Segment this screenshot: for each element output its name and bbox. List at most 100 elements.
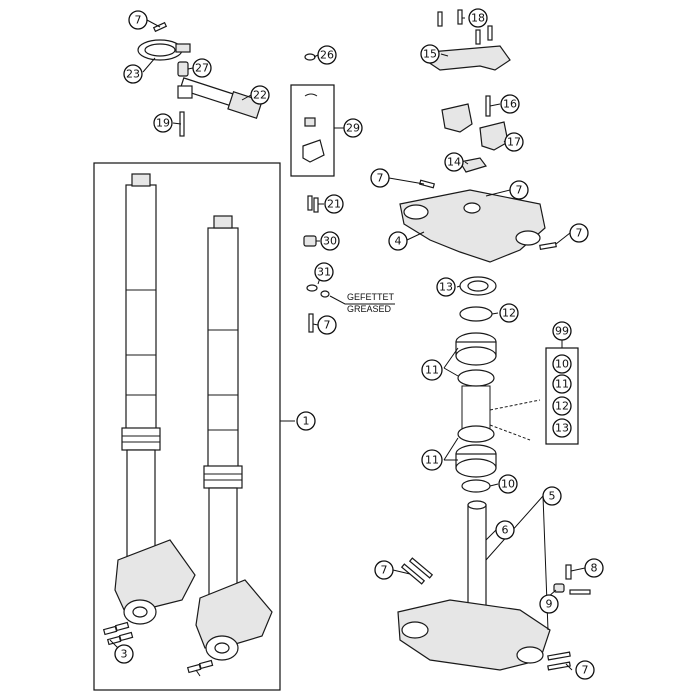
callout-31: 31 [314,262,334,282]
callout-6-label: 6 [502,524,509,537]
fork-group-frame [93,162,281,691]
callout-16-label: 16 [503,98,517,111]
callout-4-label: 4 [395,235,402,248]
upper-bearing-11 [455,332,497,387]
callout-23-label: 23 [126,68,140,81]
callout-15: 15 [420,44,440,64]
greased-note: GEFETTET GREASED [347,292,395,314]
top-triple-clamp-4 [399,189,546,263]
seal-10 [461,479,491,493]
callout-22-label: 22 [253,89,267,102]
callout-14: 14 [444,152,464,172]
handlebar-clamp-15 [427,45,511,71]
callout-10a: 10 [498,474,518,494]
fork-clamp-bolts [102,621,214,674]
callout-15-label: 15 [423,48,437,61]
callout-8: 8 [584,558,604,578]
callout-7b: 7 [317,315,337,335]
callout-14-label: 14 [447,156,461,169]
callout-12b-label: 12 [555,400,569,413]
callout-10b-label: 10 [555,358,569,371]
callout-18-label: 18 [471,12,485,25]
lower-triple-clamp-5 [397,599,551,671]
callout-7a-label: 7 [135,14,142,27]
callout-6: 6 [495,520,515,540]
callout-12b: 12 [552,396,572,416]
callout-11b-label: 11 [425,454,439,467]
callout-99: 99 [552,321,572,341]
nut-14 [459,157,487,173]
steering-stem-6 [467,500,487,626]
callout-19-label: 19 [156,117,170,130]
callout-26: 26 [317,45,337,65]
callout-12a-label: 12 [502,307,516,320]
callout-7g-label: 7 [582,664,589,677]
callout-13a-label: 13 [439,281,453,294]
callout-7d-label: 7 [516,184,523,197]
part-29-assembly [302,93,325,163]
seal-ring-12 [459,306,493,322]
callout-17-label: 17 [507,136,521,149]
lower-clamp-bolts [400,557,571,671]
callout-13a: 13 [436,277,456,297]
callout-9-label: 9 [546,598,553,611]
lower-bearing-11 [455,425,497,478]
callout-30: 30 [320,231,340,251]
callout-99-label: 99 [555,325,569,338]
callout-9: 9 [539,594,559,614]
callout-13b: 13 [552,418,572,438]
top-clamp-bolts [418,179,557,251]
callout-7b-label: 7 [324,319,331,332]
callout-17: 17 [504,132,524,152]
nut-30 [303,235,317,247]
steering-damper [177,77,263,119]
callout-5: 5 [542,486,562,506]
callout-11b: 11 [421,449,443,471]
oring-31 [306,284,330,298]
damper-bushing [177,61,189,77]
callout-16: 16 [500,94,520,114]
dust-seal-13 [459,276,497,296]
nut-9 [553,583,565,593]
callout-11c: 11 [552,374,572,394]
greased-de-label: GEFETTET [347,292,395,302]
part-29-frame [290,84,335,177]
callout-11c-label: 11 [555,378,569,391]
callout-29-label: 29 [346,122,360,135]
callout-7e: 7 [569,223,589,243]
callout-1: 1 [296,411,316,431]
callout-18: 18 [468,8,488,28]
callout-13b-label: 13 [555,422,569,435]
callout-10b: 10 [552,354,572,374]
steering-damper-clamp [137,21,191,61]
callout-1-label: 1 [303,415,310,428]
right-fork-leg [195,215,273,661]
bolt-7-mid [308,313,314,333]
callout-4: 4 [388,231,408,251]
callout-3-label: 3 [121,648,128,661]
callout-7a: 7 [128,10,148,30]
washer-26 [304,53,316,61]
callout-23: 23 [123,64,143,84]
callout-19: 19 [153,113,173,133]
callout-22: 22 [250,85,270,105]
left-fork-leg [114,173,196,625]
bolt-8 [565,564,591,595]
callout-7f: 7 [374,560,394,580]
callout-10a-label: 10 [501,478,515,491]
handlebar-support-17 [479,121,509,151]
callout-26-label: 26 [320,49,334,62]
callout-7c: 7 [370,168,390,188]
callout-7e-label: 7 [576,227,583,240]
callout-29: 29 [343,118,363,138]
callout-21-label: 21 [327,198,341,211]
callout-30-label: 30 [323,235,337,248]
callout-8-label: 8 [591,562,598,575]
callout-11a: 11 [421,359,443,381]
callout-7c-label: 7 [377,172,384,185]
handlebar-support-16 [441,95,491,133]
callout-27-label: 27 [195,62,209,75]
callout-5-label: 5 [549,490,556,503]
callout-7d: 7 [509,180,529,200]
